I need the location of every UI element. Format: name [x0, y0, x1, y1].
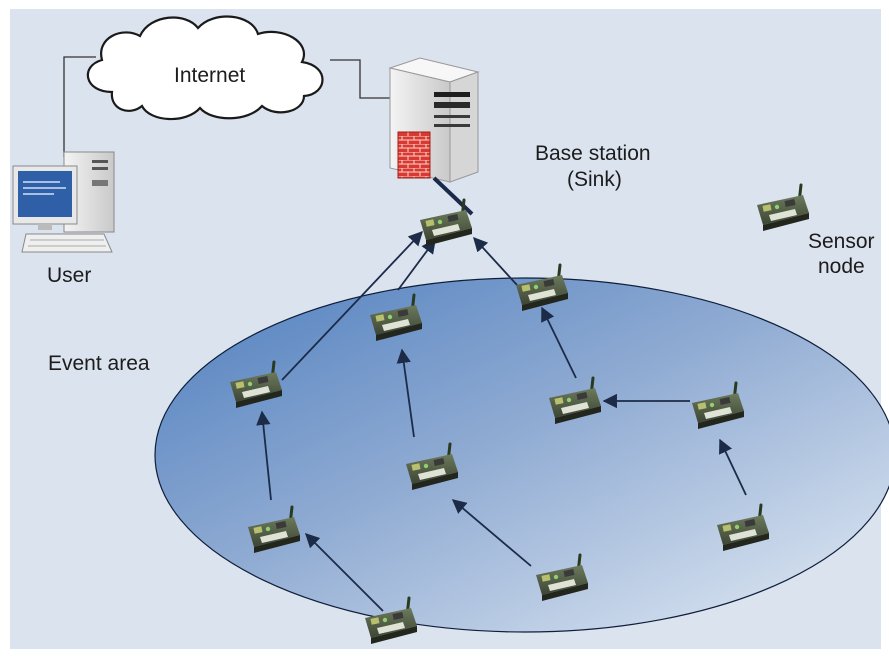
routing-arrows: [256, 230, 747, 612]
route-arrow-mid-upper-to-sink-mote: [397, 238, 436, 291]
route-arrow-bottom-left-to-left-lower: [304, 532, 384, 612]
route-arrow-bottom-center-to-center: [451, 499, 532, 567]
base-station-label-line1: Base station: [535, 142, 651, 165]
sensor-mote-board-icon-sink-mote: [418, 198, 474, 248]
desktop-computer-icon: [12, 151, 115, 253]
route-arrow-center-to-mid-upper: [396, 348, 415, 438]
sensor-node-label-line2: node: [818, 255, 865, 278]
route-arrow-left-upper-to-sink-mote: [281, 230, 423, 381]
route-arrow-bottom-right-edge-to-far-right: [719, 438, 747, 496]
sensor-node-label-line1: Sensor: [808, 230, 875, 253]
base-station-label-line2: (Sink): [567, 168, 622, 191]
route-arrow-right-mid-to-relay-right: [541, 306, 577, 379]
event-area-ellipse: [154, 277, 889, 633]
route-arrow-left-lower-to-left-upper: [256, 410, 272, 501]
user-label: User: [47, 264, 91, 287]
internet-label: Internet: [174, 64, 245, 87]
user-internet-link: [63, 56, 96, 157]
route-arrow-relay-right-to-sink-mote: [473, 236, 518, 286]
event-area-label: Event area: [48, 352, 150, 375]
cloud-icon: [86, 15, 324, 121]
sensor-mote-board-icon-legend: [755, 183, 811, 233]
internet-server-link: [330, 59, 390, 99]
server-tower-with-firewall-icon: [388, 57, 480, 216]
